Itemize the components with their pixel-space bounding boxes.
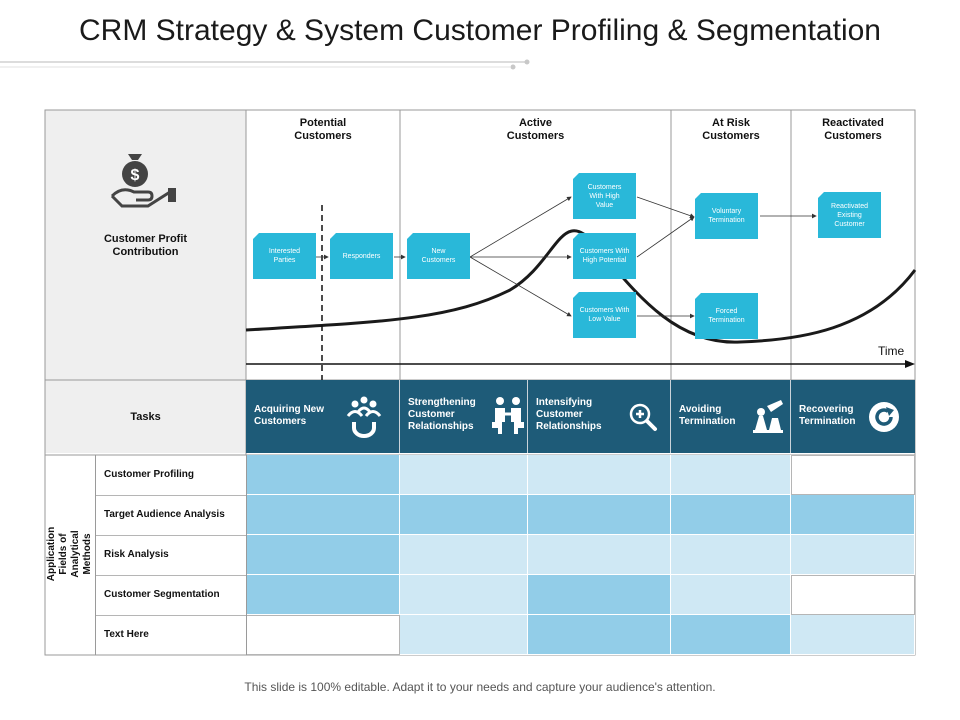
method-cell xyxy=(791,455,915,495)
task-recovering: Recovering Termination xyxy=(791,380,915,453)
method-row-label: Target Audience Analysis xyxy=(104,509,225,520)
method-cell xyxy=(671,615,791,655)
node-high-potential: Customers With High Potential xyxy=(573,233,636,279)
method-cell xyxy=(791,615,915,655)
method-cell xyxy=(246,535,400,575)
refresh-icon xyxy=(869,402,899,432)
method-cell xyxy=(671,495,791,535)
time-label: Time xyxy=(878,344,905,358)
method-cell xyxy=(528,455,671,495)
task-label: Intensifying Customer Relationships xyxy=(536,397,602,432)
money-hand-icon: $ xyxy=(110,154,176,208)
stage-header-at-risk: At Risk Customers xyxy=(702,117,760,142)
method-cell xyxy=(400,455,528,495)
method-cell xyxy=(528,535,671,575)
stage-header-potential: Potential Customers xyxy=(294,117,352,142)
tasks-label: Tasks xyxy=(130,411,161,423)
method-cell xyxy=(400,575,528,615)
method-cell xyxy=(400,495,528,535)
method-cell xyxy=(671,535,791,575)
task-label: Acquiring New Customers xyxy=(254,404,325,427)
chess-pieces-icon xyxy=(753,400,783,433)
method-row-label: Risk Analysis xyxy=(104,549,169,560)
side-divider xyxy=(95,455,96,655)
node-low-value: Customers With Low Value xyxy=(573,292,636,338)
node-forced: Forced Termination xyxy=(695,293,758,339)
method-cell xyxy=(791,495,915,535)
method-cell xyxy=(246,575,400,615)
method-cell xyxy=(528,575,671,615)
magnet-people-icon xyxy=(346,396,382,438)
task-label: Recovering Termination xyxy=(799,404,856,427)
application-fields-label: Application Fields of Analytical Methods xyxy=(46,455,94,653)
stage-header-active: Active Customers xyxy=(506,117,565,142)
title-underline-decoration xyxy=(0,59,530,70)
method-row-label: Customer Segmentation xyxy=(104,589,220,600)
method-row-label: Text Here xyxy=(104,629,149,640)
tasks-label-panel xyxy=(45,380,246,453)
slide-title: CRM Strategy & System Customer Profiling… xyxy=(79,14,881,47)
method-cell xyxy=(791,575,915,615)
stage-header-reactivated: Reactivated Customers xyxy=(822,117,884,142)
method-cell xyxy=(791,535,915,575)
svg-text:$: $ xyxy=(131,167,140,184)
zoom-in-icon xyxy=(629,403,657,431)
method-cell xyxy=(528,615,671,655)
method-cell xyxy=(400,615,528,655)
application-fields-text: Application Fields of Analytical Methods xyxy=(46,526,93,582)
node-interested: Interested Parties xyxy=(253,233,316,279)
method-cell xyxy=(246,615,400,655)
method-cell xyxy=(671,455,791,495)
method-cell xyxy=(528,495,671,535)
method-cell xyxy=(246,455,400,495)
node-high-value: Customers With High Value xyxy=(573,173,636,219)
method-row-label: Customer Profiling xyxy=(104,469,195,480)
task-label: Strengthening Customer Relationships xyxy=(408,397,476,432)
task-label: Avoiding Termination xyxy=(679,404,736,427)
task-avoiding: Avoiding Termination xyxy=(671,380,791,453)
node-responders: Responders xyxy=(330,233,393,279)
handshake-people-icon xyxy=(492,397,524,434)
task-strengthening: Strengthening Customer Relationships xyxy=(400,380,528,453)
task-intensifying: Intensifying Customer Relationships xyxy=(528,380,671,453)
method-cell xyxy=(246,495,400,535)
profit-contribution-label: Customer Profit Contribution xyxy=(103,233,188,258)
node-reactivated: Reactivated Existing Customer xyxy=(818,192,881,238)
footer-note: This slide is 100% editable. Adapt it to… xyxy=(244,680,716,694)
task-acquiring: Acquiring New Customers xyxy=(246,380,400,453)
method-cell xyxy=(671,575,791,615)
method-cell xyxy=(400,535,528,575)
node-voluntary: Voluntary Termination xyxy=(695,193,758,239)
label-divider xyxy=(246,455,247,655)
profit-panel xyxy=(45,110,246,380)
node-new-customers: New Customers xyxy=(407,233,470,279)
